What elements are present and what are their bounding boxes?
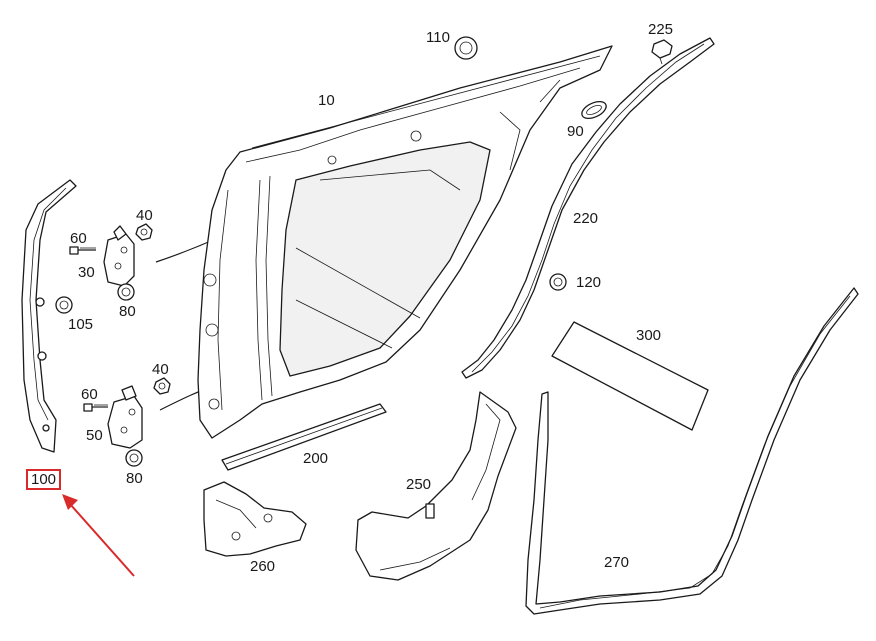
part-300-film xyxy=(551,321,709,431)
part-40-lower-nut xyxy=(153,377,171,395)
part-200-sill-strip xyxy=(221,403,387,471)
callout-250: 250 xyxy=(406,476,432,493)
callout-60-upper: 60 xyxy=(70,230,87,247)
callout-200: 200 xyxy=(303,450,329,467)
part-90-oval-plug xyxy=(581,100,607,120)
callout-220: 220 xyxy=(573,210,599,227)
part-60-upper-bolt xyxy=(69,246,96,255)
callout-30: 30 xyxy=(78,264,95,281)
part-260-bracket xyxy=(203,481,307,557)
part-10-door-shell xyxy=(197,45,613,439)
callout-105: 105 xyxy=(68,316,94,333)
callout-300: 300 xyxy=(636,327,662,344)
part-50-lower-hinge xyxy=(107,385,143,449)
callout-270: 270 xyxy=(604,554,630,571)
part-100-pillar-seal xyxy=(21,179,77,453)
callout-80-upper: 80 xyxy=(119,303,136,320)
part-80-upper-washer xyxy=(117,283,135,301)
callout-90: 90 xyxy=(567,123,584,140)
part-250-panel xyxy=(355,391,517,581)
callout-60-lower: 60 xyxy=(81,386,98,403)
part-30-upper-hinge xyxy=(103,225,135,287)
part-270-door-seal xyxy=(525,287,859,615)
part-105-grommet xyxy=(55,296,73,314)
part-225-clip xyxy=(651,39,673,65)
callout-50: 50 xyxy=(86,427,103,444)
highlight-arrow xyxy=(62,494,135,577)
callout-225: 225 xyxy=(648,21,674,38)
part-60-lower-bolt xyxy=(83,403,108,412)
callout-40-lower: 40 xyxy=(152,361,169,378)
callout-80-lower: 80 xyxy=(126,470,143,487)
part-120-grommet xyxy=(549,273,567,291)
part-80-lower-washer xyxy=(125,449,143,467)
callout-40-upper: 40 xyxy=(136,207,153,224)
callout-110: 110 xyxy=(426,29,450,46)
part-220-frame-seal xyxy=(461,37,715,379)
callout-120: 120 xyxy=(576,274,602,291)
callout-260: 260 xyxy=(250,558,276,575)
callout-100: 100 xyxy=(26,469,62,490)
part-110-round-grommet xyxy=(454,36,478,60)
part-40-upper-nut xyxy=(135,223,153,241)
callout-10: 10 xyxy=(318,92,335,109)
